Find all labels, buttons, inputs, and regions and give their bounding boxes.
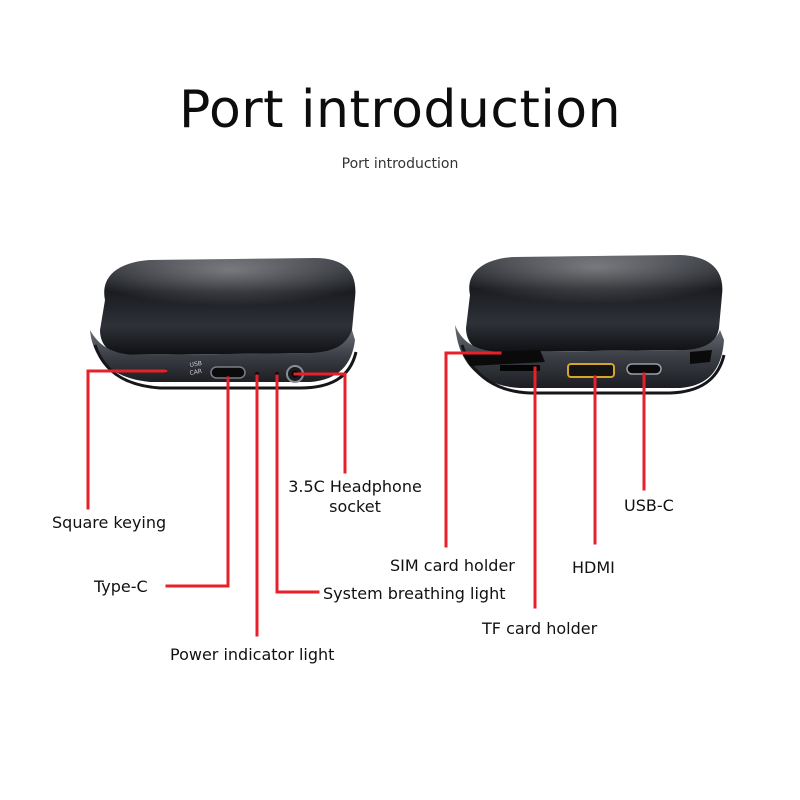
svg-text:CAR: CAR <box>189 368 202 377</box>
right-side-slot <box>690 350 712 364</box>
callout-line-sim-holder <box>444 351 502 548</box>
tf-card-slot <box>500 365 540 371</box>
page-subtitle: Port introduction <box>341 156 459 172</box>
type-c-port <box>210 366 246 379</box>
callout-line-type-c <box>165 376 230 588</box>
label-square-keying: Square keying <box>52 513 167 532</box>
page-title: Port introduction <box>178 80 622 140</box>
label-sim-holder: SIM card holder <box>390 556 515 575</box>
label-type-c: Type-C <box>94 577 148 596</box>
label-system-light: System breathing light <box>323 584 506 603</box>
label-usb-c: USB-C <box>624 496 674 515</box>
callout-line-headphone <box>293 372 347 474</box>
label-headphone-line1: 3.5C Headphone <box>288 477 422 496</box>
usb-car-print: USB CAR <box>189 360 202 377</box>
svg-text:USB: USB <box>189 360 202 369</box>
label-headphone-socket: 3.5C Headphone socket <box>283 477 427 517</box>
label-tf-holder: TF card holder <box>482 619 598 638</box>
label-headphone-line2: socket <box>329 497 381 516</box>
callout-line-system-light <box>275 374 320 594</box>
left-device: USB CAR <box>90 258 358 390</box>
label-power-indicator: Power indicator light <box>170 645 335 664</box>
right-device <box>455 255 726 395</box>
hdmi-port <box>567 363 615 378</box>
label-hdmi: HDMI <box>572 558 615 577</box>
callout-line-square-keying <box>86 369 168 510</box>
